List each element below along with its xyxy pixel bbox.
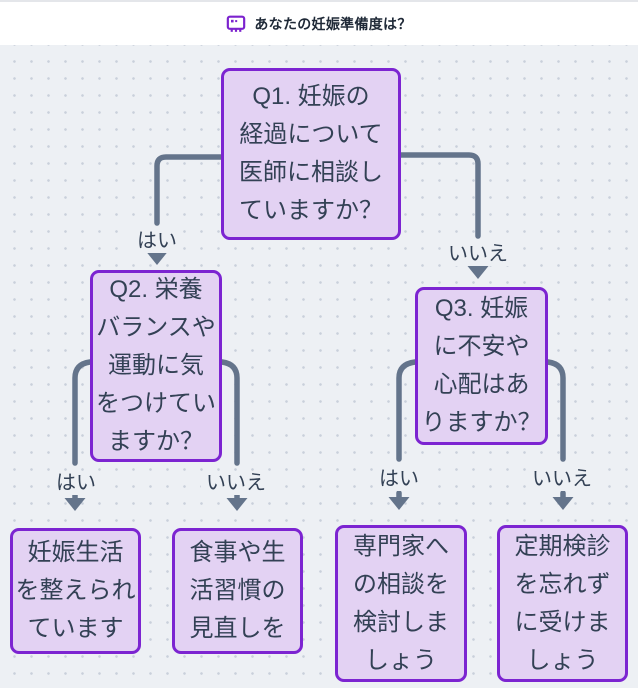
edge-label-q1-no: いいえ: [443, 242, 513, 266]
edge-q1-q3: [398, 152, 481, 239]
flowchart-edges: [64, 152, 574, 511]
edge-q2-r1: [72, 359, 93, 466]
edge-label-q2-no: いいえ: [201, 471, 271, 495]
edge-label-q3-no: いいえ: [527, 467, 597, 491]
arrowhead-q1-q3: [467, 266, 489, 279]
edge-label-q2-yes: はい: [51, 471, 101, 495]
flowchart-canvas: Q1. 妊娠の 経過について 医師に相談し ていますか？ Q2. 栄養 バランス…: [0, 45, 638, 688]
arrowhead-q2-r2: [226, 498, 248, 511]
edge-q3-r3: [396, 359, 418, 462]
edge-q1-q2: [154, 154, 224, 226]
flow-node-q1: Q1. 妊娠の 経過について 医師に相談し ていますか？: [221, 68, 401, 240]
arrowhead-q3-r3: [388, 497, 410, 510]
arrowhead-q1-q2: [146, 252, 168, 265]
page-title: あなたの妊娠準備度は？: [254, 15, 412, 32]
flow-node-result-4: 定期検診 を忘れず に受けま しょう: [497, 525, 628, 682]
edge-q3-r4: [545, 359, 566, 462]
flow-node-result-3: 専門家へ の相談を 検討しま しょう: [335, 525, 467, 682]
flow-node-result-2: 食事や生 活習慣の 見直しを: [172, 528, 303, 654]
flow-node-q3: Q3. 妊娠 に不安や 心配はあ りますか？: [415, 287, 548, 445]
edge-q2-r2: [219, 359, 240, 466]
edge-label-q3-yes: はい: [374, 467, 424, 491]
header: あなたの妊娠準備度は？: [0, 0, 638, 45]
arrowhead-q2-r1: [64, 498, 86, 511]
footer-strip: [0, 688, 638, 700]
billboard-icon: [227, 15, 246, 32]
flow-node-q2: Q2. 栄養 バランスや 運動に気 をつけてい ますか？: [90, 270, 222, 462]
edge-label-q1-yes: はい: [132, 229, 182, 253]
flow-node-result-1: 妊娠生活 を整えられ ています: [10, 528, 141, 654]
arrowhead-q3-r4: [552, 497, 574, 510]
